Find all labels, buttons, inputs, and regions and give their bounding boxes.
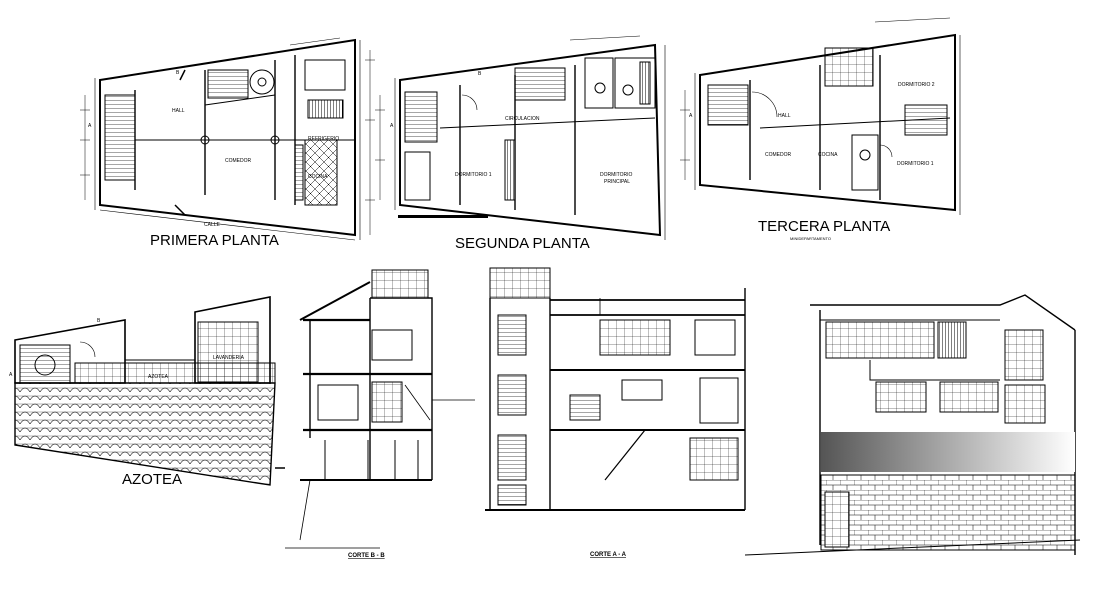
plan1-section-marker-b: B [176, 70, 180, 76]
segunda-planta-floor-plan [375, 35, 666, 240]
plan3-hall-label: HALL [778, 113, 791, 119]
azotea-roof-plan [14, 296, 285, 486]
corte-b-section [285, 269, 475, 549]
tercera-planta-floor-plan [680, 17, 961, 215]
plan3-dormitorio1-label: DORMITORIO 1 [897, 161, 934, 167]
azotea-title: AZOTEA [122, 471, 182, 488]
segunda-planta-title: SEGUNDA PLANTA [455, 235, 590, 252]
corte-a-caption: CORTE A - A [590, 552, 627, 558]
plan2-section-marker-b: B [478, 71, 482, 77]
plan2-scale-bar [398, 215, 488, 218]
plan1-calle-label: CALLE [204, 222, 221, 228]
plan1-comedor-label: COMEDOR [225, 158, 252, 164]
plan2-dormitorio1-label: DORMITORIO 1 [455, 172, 492, 178]
corte-a-section [485, 267, 746, 511]
azotea-section-marker-a: A [9, 372, 13, 378]
front-elevation [744, 294, 1081, 556]
plan2-section-marker-a: A [390, 123, 394, 129]
plan3-comedor-label: COMEDOR [765, 152, 792, 158]
plan1-refrigerio-label: REFRIGERIO [308, 136, 339, 142]
plan2-dormitorio-principal-label: DORMITORIO [600, 172, 633, 178]
azotea-section-marker-b: B [97, 318, 101, 324]
tercera-planta-subtitle: MINIDEPARTAMENTO [790, 236, 831, 241]
primera-planta-floor-plan [80, 37, 375, 241]
azotea-area-label: AZOTEA [148, 374, 169, 380]
plan2-principal-label: PRINCIPAL [604, 179, 630, 185]
plan2-circulacion-label: CIRCULACION [505, 116, 540, 122]
corte-b-caption: CORTE B - B [348, 553, 385, 559]
plan3-dormitorio2-label: DORMITORIO 2 [898, 82, 935, 88]
plan3-section-marker-a: A [689, 113, 693, 119]
tercera-planta-title: TERCERA PLANTA [758, 218, 890, 235]
plan1-cocina-label: COCINA [308, 174, 328, 180]
plan1-section-marker-a: A [88, 123, 92, 129]
azotea-lavanderia-label: LAVANDERIA [213, 355, 245, 361]
plan1-hall-label: HALL [172, 108, 185, 114]
plan3-cocina-label: COCINA [818, 152, 838, 158]
primera-planta-title: PRIMERA PLANTA [150, 232, 279, 249]
